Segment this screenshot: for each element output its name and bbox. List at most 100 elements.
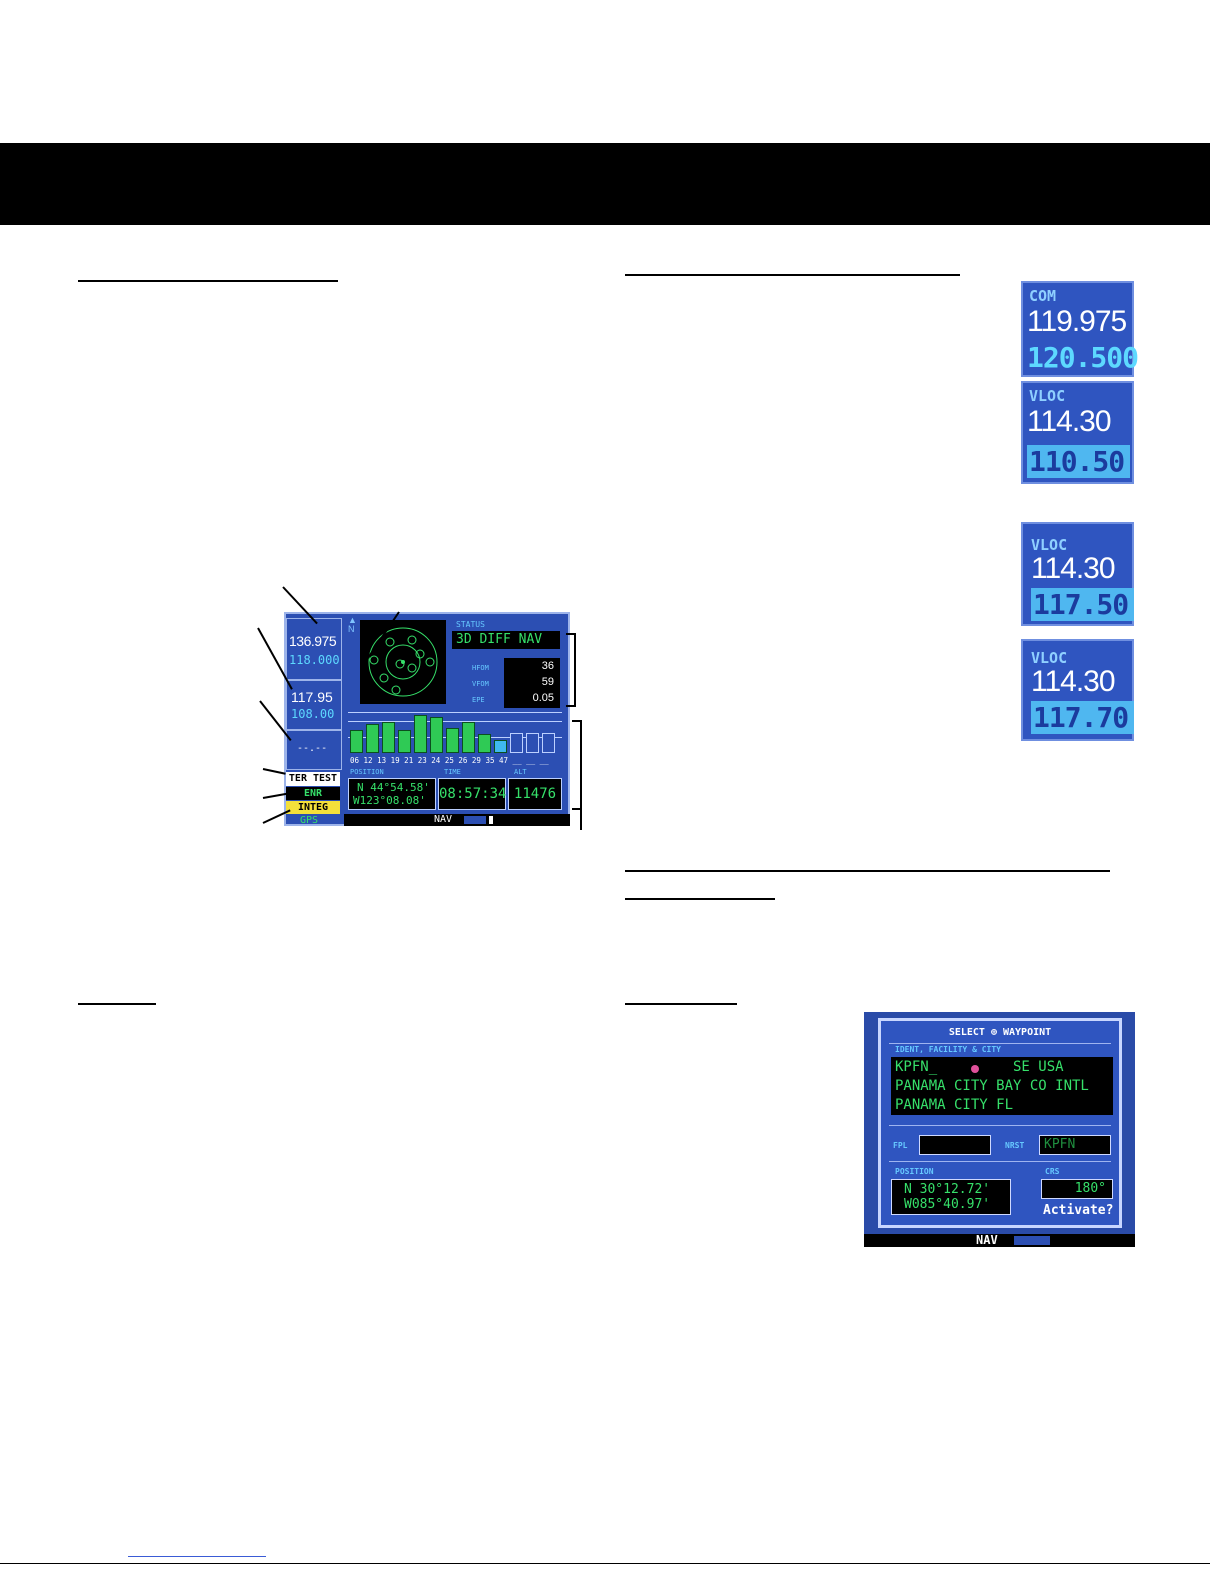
waypoint-bottom-bar [864, 1234, 1135, 1247]
region-value: SE USA [1013, 1059, 1064, 1075]
status-value: 3D DIFF NAV [452, 631, 560, 649]
sky-view-rings-icon [368, 627, 438, 697]
ident-box [891, 1057, 1113, 1115]
signal-bar [430, 717, 443, 753]
signal-bar [398, 730, 411, 753]
waypoint-dialog: SELECT ⊕ WAYPOINT IDENT, FACILITY & CITY… [878, 1018, 1122, 1228]
section-heading-rule-1 [78, 280, 338, 282]
signal-bars [350, 713, 560, 753]
radio-window-2: VLOC 114.30 110.50 [1021, 381, 1134, 484]
signal-bar [366, 724, 379, 753]
dialog-title-divider [889, 1043, 1111, 1044]
radio-standby-frequency: 117.70 [1031, 701, 1135, 734]
divider-2 [889, 1161, 1111, 1162]
ter-test-annunciator: TER TEST [286, 772, 340, 786]
fpl-field[interactable] [919, 1135, 991, 1155]
time-value: 08:57:34 [438, 778, 506, 810]
footer-rule [0, 1563, 1210, 1564]
position-box: N 44°54.58' W123°08.08' [348, 778, 436, 810]
city-name: PANAMA CITY FL [895, 1097, 1014, 1113]
vloc-active-frequency: 117.95 [291, 689, 333, 705]
section-heading-rule-5 [78, 1003, 156, 1005]
dialog-latitude: N 30°12.72' [904, 1182, 991, 1197]
bottom-status-bar [344, 814, 570, 826]
signal-gridline [348, 721, 562, 722]
com-active-frequency: 136.975 [289, 633, 337, 649]
hfom-value: 36 [541, 660, 554, 672]
alt-title: ALT [514, 768, 527, 776]
crs-header: CRS [1045, 1167, 1060, 1176]
obs-window: --.-- [286, 730, 342, 770]
fpl-label: FPL [893, 1141, 908, 1150]
ident-input[interactable]: KPFN_ [895, 1059, 938, 1075]
time-title: TIME [444, 768, 461, 776]
signal-bar [350, 730, 363, 753]
radio-standby-frequency: 117.50 [1031, 588, 1135, 621]
position-box: N 30°12.72' W085°40.97' [891, 1179, 1011, 1215]
radio-label: COM [1029, 287, 1057, 305]
graph-bracket-leader [580, 806, 582, 830]
radio-active-frequency: 114.30 [1031, 552, 1116, 585]
gps-mode-label: GPS [300, 815, 319, 826]
header-banner [0, 143, 1210, 225]
epe-value: 0.05 [532, 692, 554, 704]
obs-dashes: --.-- [297, 743, 328, 754]
enr-annunciator: ENR [286, 787, 340, 800]
nav-mode-cursor-icon [489, 816, 493, 824]
section-heading-rule-4 [625, 898, 775, 900]
position-latitude: N 44°54.58' [357, 781, 430, 794]
com-standby-frequency: 118.000 [289, 653, 340, 667]
epe-label: EPE [472, 696, 485, 704]
radio-active-frequency: 114.30 [1027, 405, 1112, 438]
position-header: POSITION [895, 1167, 934, 1176]
vfom-label: VFOM [472, 680, 489, 688]
sky-view [360, 620, 446, 704]
satellite-numbers: 06 12 13 19 21 23 24 25 26 29 35 47 __ _… [350, 756, 549, 765]
ident-header: IDENT, FACILITY & CITY [895, 1045, 1001, 1054]
signal-bar [526, 733, 539, 753]
radio-window-3: VLOC 114.30 117.50 [1021, 522, 1135, 626]
radio-label: VLOC [1031, 649, 1068, 667]
signal-bar [510, 733, 523, 753]
waypoint-symbol-icon [971, 1065, 979, 1073]
waypoint-screen: SELECT ⊕ WAYPOINT IDENT, FACILITY & CITY… [864, 1012, 1135, 1247]
radio-active-frequency: 119.975 [1027, 305, 1127, 338]
signal-bar [494, 740, 507, 753]
crs-field[interactable]: 180° [1041, 1179, 1113, 1199]
footer-link-rule [128, 1556, 266, 1557]
radio-window-1: COM 119.975 120.500 [1021, 281, 1139, 377]
nav-mode-indicator-icon [464, 816, 486, 824]
divider-1 [889, 1125, 1111, 1126]
graph-bracket [572, 720, 582, 810]
waypoint-nav-indicator-icon [1014, 1236, 1050, 1245]
accuracy-box [504, 658, 560, 708]
position-longitude: W123°08.08' [353, 794, 426, 807]
signal-bar-graph [348, 712, 562, 755]
vloc-window: 117.95 108.00 [286, 680, 342, 730]
status-title: STATUS [456, 620, 485, 629]
dialog-longitude: W085°40.97' [904, 1197, 991, 1212]
integ-annunciator: INTEG [286, 801, 340, 814]
signal-bar [462, 722, 475, 753]
signal-bar [478, 734, 491, 753]
north-indicator-icon: ▲N [348, 615, 357, 634]
radio-label: VLOC [1029, 387, 1066, 405]
activate-prompt[interactable]: Activate? [1043, 1203, 1114, 1218]
dialog-title: SELECT ⊕ WAYPOINT [948, 1027, 1052, 1038]
radio-window-4: VLOC 114.30 117.70 [1021, 639, 1135, 741]
nrst-label: NRST [1005, 1141, 1025, 1150]
nav-label: NAV [434, 814, 453, 825]
signal-bar [382, 722, 395, 753]
section-heading-rule-6 [625, 1003, 737, 1005]
position-title: POSITION [350, 768, 384, 776]
status-bracket [566, 633, 576, 707]
radio-active-frequency: 114.30 [1031, 665, 1116, 698]
nrst-field[interactable]: KPFN [1039, 1135, 1111, 1155]
vfom-value: 59 [541, 676, 554, 688]
section-heading-rule-3 [625, 870, 1110, 872]
signal-bar [542, 733, 555, 753]
radio-standby-frequency: 120.500 [1027, 341, 1139, 374]
vloc-standby-frequency: 108.00 [291, 707, 335, 721]
hfom-label: HFOM [472, 664, 489, 672]
waypoint-nav-label: NAV [976, 1233, 998, 1247]
